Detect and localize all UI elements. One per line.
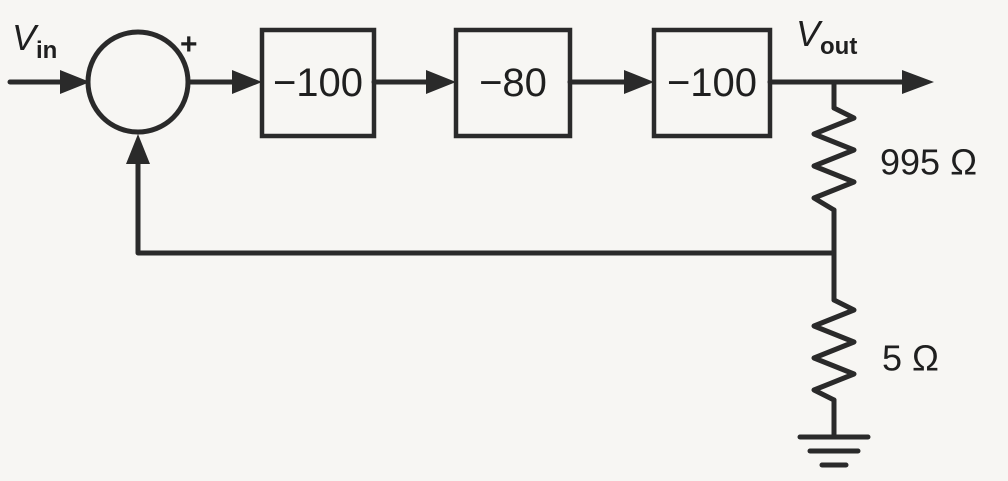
output-label: Vout xyxy=(796,13,857,60)
arrowhead-block2 xyxy=(426,70,456,94)
gain-block-1: −100 xyxy=(259,27,377,139)
arrowhead-block1 xyxy=(232,70,262,94)
gain-block-2-label: −80 xyxy=(479,61,547,105)
feedback-wire xyxy=(135,155,837,256)
plus-sign: + xyxy=(180,28,198,61)
gain-block-3: −100 xyxy=(651,27,773,139)
arrowhead-block3 xyxy=(624,70,654,94)
summing-junction xyxy=(85,29,191,135)
input-label: Vin xyxy=(12,17,57,64)
input-arrowhead xyxy=(60,70,90,94)
resistor-bottom-label: 5 Ω xyxy=(882,338,939,379)
gain-block-1-label: −100 xyxy=(273,61,363,105)
gain-block-3-label: −100 xyxy=(667,61,757,105)
ground-icon xyxy=(797,434,871,468)
resistor-bottom xyxy=(811,297,857,403)
resistor-top-label: 995 Ω xyxy=(880,142,977,183)
resistor-top xyxy=(811,105,857,213)
feedback-arrowhead xyxy=(126,134,150,164)
gain-block-2: −80 xyxy=(453,27,573,139)
output-arrowhead xyxy=(902,70,934,94)
